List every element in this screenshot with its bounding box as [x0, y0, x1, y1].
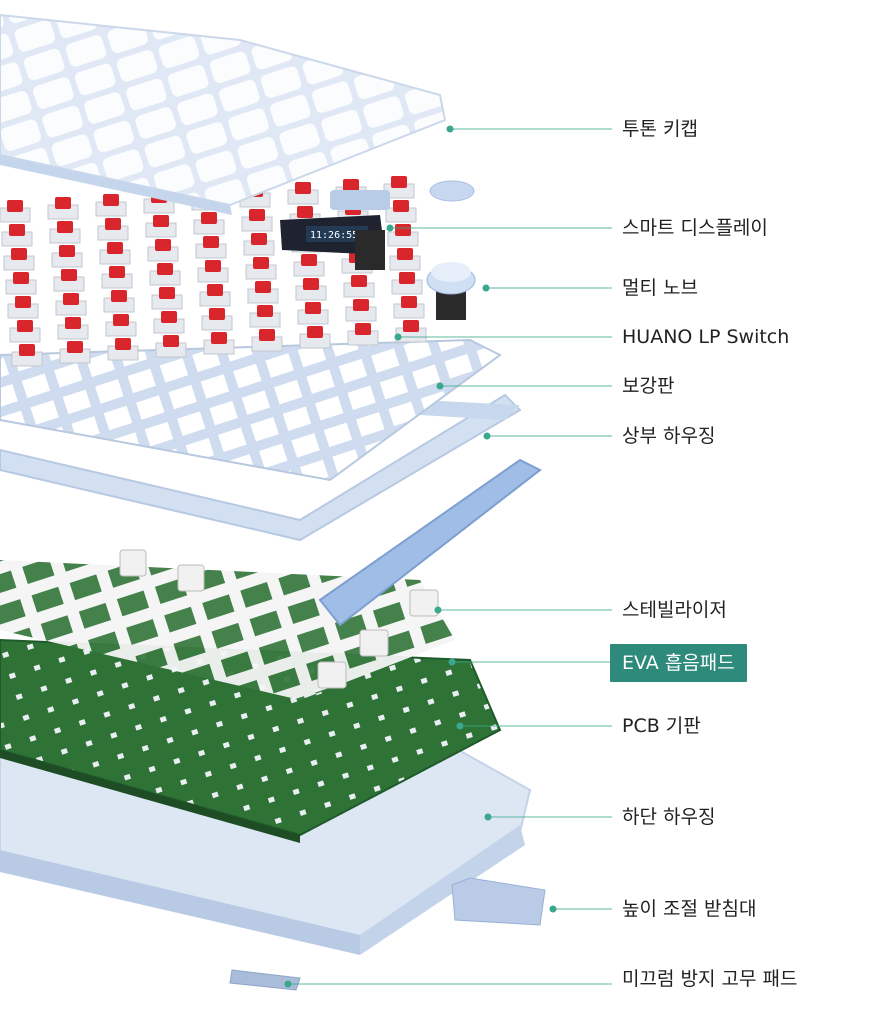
label-height-stand: 높이 조절 받침대 [622, 898, 757, 920]
switch [107, 338, 139, 361]
keycap-set [0, 13, 475, 215]
label-reinforcement-plate: 보강판 [622, 375, 675, 397]
label-two-tone-keycaps: 투톤 키캡 [622, 118, 698, 140]
leader-dot [394, 333, 402, 341]
switch [389, 248, 421, 271]
switch [55, 293, 87, 316]
switch [59, 341, 91, 364]
switch [145, 215, 177, 238]
switch [5, 272, 37, 295]
switch [293, 254, 325, 277]
switch [295, 278, 327, 301]
switch [199, 284, 231, 307]
top-housing [0, 393, 522, 542]
label-multi-knob: 멀티 노브 [622, 277, 698, 299]
switch [155, 335, 187, 358]
label-bottom-housing: 하단 하우징 [622, 806, 716, 828]
multi-knob [426, 262, 476, 320]
switch [97, 218, 129, 241]
rubber-pad [229, 969, 301, 991]
switch [53, 269, 85, 292]
height-adjust-stand [451, 877, 546, 926]
switch [299, 326, 331, 349]
switch [245, 257, 277, 280]
switch [391, 272, 423, 295]
leader-dot [434, 606, 442, 614]
switch [249, 305, 281, 328]
switch [103, 290, 135, 313]
switch [385, 200, 417, 223]
switch [11, 344, 43, 367]
label-eva-pad-badge: EVA 흡음패드 [610, 644, 747, 682]
leader-lines [284, 125, 612, 988]
switch [387, 224, 419, 247]
switch [57, 317, 89, 340]
switch [101, 266, 133, 289]
switch [203, 332, 235, 355]
switch [197, 260, 229, 283]
stabilizers [119, 549, 439, 689]
smart-display: 11:26:55 [280, 215, 385, 270]
switch [0, 200, 31, 223]
switch [243, 233, 275, 256]
label-smart-display: 스마트 디스플레이 [622, 217, 768, 239]
reinforcement-plate [0, 338, 502, 482]
switch [395, 320, 427, 343]
switch [345, 299, 377, 322]
label-top-housing: 상부 하우징 [622, 425, 716, 447]
leader-dot [456, 722, 464, 730]
switch [3, 248, 35, 271]
switch [193, 212, 225, 235]
leader-dot [483, 432, 491, 440]
switch [241, 209, 273, 232]
switch [1, 224, 33, 247]
switch [151, 287, 183, 310]
switch [149, 263, 181, 286]
switch [147, 239, 179, 262]
switch [105, 314, 137, 337]
switch [195, 236, 227, 259]
switch [297, 302, 329, 325]
housing-side-bar [318, 458, 542, 627]
switch [287, 182, 319, 205]
label-pcb: PCB 기판 [622, 715, 701, 737]
leader-dot [482, 284, 490, 292]
label-stabilizer: 스테빌라이저 [622, 599, 727, 621]
label-rubber-pad: 미끄럼 방지 고무 패드 [622, 968, 798, 990]
switch [9, 320, 41, 343]
switch [247, 281, 279, 304]
switch [251, 329, 283, 352]
switch [95, 194, 127, 217]
switch [347, 323, 379, 346]
label-switch: HUANO LP Switch [622, 326, 790, 348]
switch [99, 242, 131, 265]
switch [383, 176, 415, 199]
switch [393, 296, 425, 319]
leader-dot [446, 125, 454, 133]
switch [49, 221, 81, 244]
switch [153, 311, 185, 334]
display-time: 11:26:55 [310, 230, 358, 241]
switch [7, 296, 39, 319]
leader-dot [386, 224, 394, 232]
leader-dot [436, 382, 444, 390]
switch [51, 245, 83, 268]
switch [343, 275, 375, 298]
leader-dot [484, 813, 492, 821]
switch [201, 308, 233, 331]
leader-dot [284, 980, 292, 988]
switch [47, 197, 79, 220]
leader-dot [448, 658, 456, 666]
leader-dot [549, 905, 557, 913]
